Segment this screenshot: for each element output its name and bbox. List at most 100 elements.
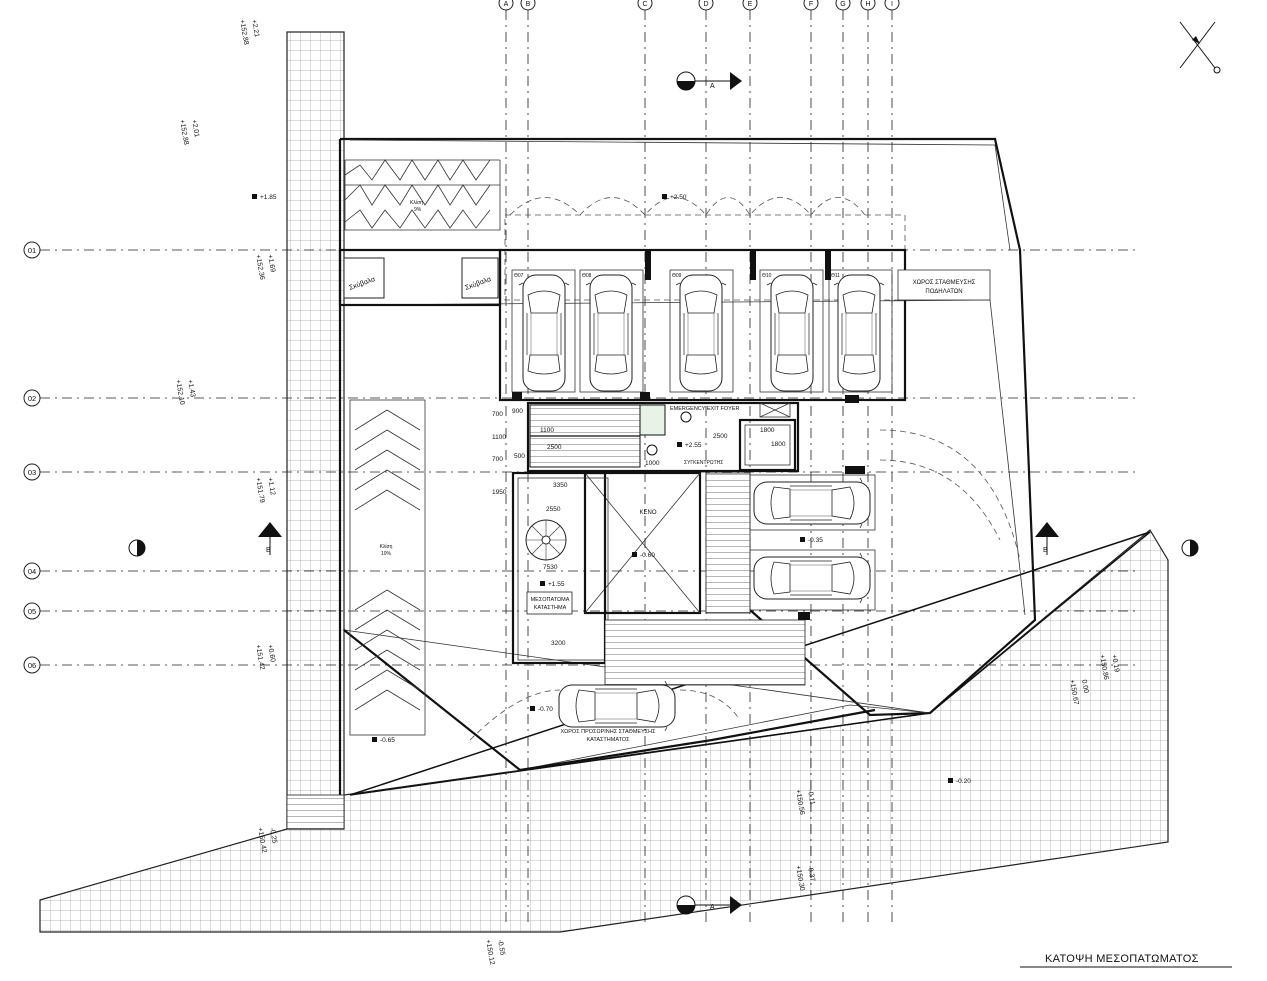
spot-level-6: +151.42 <box>254 644 265 670</box>
axis-label-05: 05 <box>28 607 36 616</box>
axis-label-c: C <box>642 1 647 8</box>
spot-level-2b: +2.01 <box>190 119 200 138</box>
spot-level-9b: -0.11 <box>806 789 816 806</box>
core-block: EMERGENCY EXIT FOYER ΣΥΓΚΕΝΤΡΩΤΗΣ <box>526 401 800 473</box>
ramp-left: Κλίση 10% <box>286 399 426 830</box>
spot-level-3: +152.36 <box>254 254 265 280</box>
bay-number-5: Θ11 <box>831 273 840 279</box>
section-marker-b-left: B <box>258 522 282 555</box>
axis-label-03: 03 <box>28 468 36 477</box>
car-6 <box>754 478 870 528</box>
parking-right <box>749 429 1021 620</box>
void-label: ΚΕΝΟ <box>639 510 656 516</box>
level-m070: -0.70 <box>538 706 553 713</box>
temp-parking: ΧΩΡΟΣ ΠΡΟΣΩΡΙΝΗΣ ΣΤΑΘΜΕΥΣΗΣ ΚΑΤΑΣΤΗΜΑΤΟΣ <box>469 681 741 743</box>
axis-label-02: 02 <box>28 394 36 403</box>
drawing-title: ΚΑΤΟΨΗ ΜΕΣΟΠΑΤΩΜΑΤΟΣ <box>1020 953 1232 968</box>
spot-level-5b: +1.12 <box>266 477 276 496</box>
axis-label-f: F <box>809 1 813 8</box>
spot-level-10b: -0.37 <box>806 865 816 882</box>
spot-level-8: +150.12 <box>484 939 495 965</box>
axis-label-a: A <box>504 1 509 8</box>
bay-number-1: Θ07 <box>514 273 524 279</box>
void-area: ΚΕΝΟ <box>583 471 702 615</box>
dim-1800-b: 1800 <box>771 441 786 448</box>
car-2 <box>585 274 637 392</box>
spot-level-9: +150.56 <box>794 789 805 815</box>
section-markers: A A B B <box>128 71 1199 915</box>
level-markers: +2.50 +2.55 -0.60 -0.35 +1.55 -0.70 -0.6… <box>252 194 971 785</box>
parking-top-row: Θ07 Θ08 Θ09 Θ10 Θ11 <box>498 248 907 403</box>
axis-label-01: 01 <box>28 246 36 255</box>
dim-2500-b: 2500 <box>713 433 728 440</box>
dim-500: 500 <box>514 453 525 460</box>
bay-number-4: Θ10 <box>762 273 772 279</box>
spot-level-4: +152.10 <box>174 379 185 405</box>
level-m065: -0.65 <box>380 737 395 744</box>
dimensions: 900 700 1100 1100 2500 700 500 1950 3350… <box>492 408 786 647</box>
dim-2550: 2550 <box>546 506 561 513</box>
level-m020: -0.20 <box>956 778 971 785</box>
dim-1000: 1000 <box>645 460 660 467</box>
spot-level-11b: +0.19 <box>1110 654 1120 673</box>
car-4 <box>766 274 818 392</box>
spot-level-7b: -0.25 <box>268 827 278 844</box>
dim-1100-a: 1100 <box>540 427 554 434</box>
ramp-left-label-1: Κλίση <box>380 544 393 550</box>
emergency-label: EMERGENCY EXIT FOYER <box>670 406 740 412</box>
ramp-top: Κλίση 9% <box>344 159 501 231</box>
dim-2500-a: 2500 <box>547 444 562 451</box>
level-250: +2.50 <box>670 194 687 201</box>
section-a-top-label: A <box>710 83 715 90</box>
axis-label-04: 04 <box>28 567 36 576</box>
axis-label-i: I <box>891 1 893 8</box>
spot-level-2: +152.88 <box>178 119 189 145</box>
drawing-title-text: ΚΑΤΟΨΗ ΜΕΣΟΠΑΤΩΜΑΤΟΣ <box>1045 953 1199 965</box>
axis-label-d: D <box>703 1 708 8</box>
dim-900: 900 <box>512 408 523 415</box>
ramp-left-label-2: 10% <box>381 551 392 557</box>
spot-level-12b: 0.00 <box>1080 679 1089 694</box>
dim-7530: 7530 <box>543 564 558 571</box>
dim-700-a: 700 <box>492 411 503 418</box>
car-1 <box>518 274 570 392</box>
level-255: +2.55 <box>685 442 702 449</box>
spot-level-11: +150.86 <box>1098 654 1109 680</box>
spot-level-3b: +1.69 <box>266 254 276 273</box>
spot-level-1b: +2.21 <box>250 19 260 38</box>
section-b-right-label: B <box>1043 547 1048 554</box>
spot-level-8b: -0.55 <box>496 939 506 956</box>
dim-700-b: 700 <box>492 456 503 463</box>
dim-1100-b: 1100 <box>492 434 506 441</box>
dim-3200: 3200 <box>551 640 566 647</box>
bicycle-parking: ΧΩΡΟΣ ΣΤΑΘΜΕΥΣΗΣ ΠΟΔΗΛΑΤΩΝ <box>897 269 991 301</box>
bicycle-parking-label-2: ΠΟΔΗΛΑΤΩΝ <box>925 289 962 295</box>
spot-level-12: +150.67 <box>1068 679 1079 705</box>
section-a-bottom-label: A <box>710 904 715 911</box>
level-m060: -0.60 <box>640 552 655 559</box>
shop-label-1: ΜΕΣΟΠΑΤΩΜΑ <box>531 597 570 603</box>
axis-label-e: E <box>748 1 753 8</box>
dim-1950: 1950 <box>492 489 507 496</box>
section-b-left-label: B <box>266 547 271 554</box>
spot-level-5: +151.79 <box>254 477 265 503</box>
row-axis-labels: 01 02 03 04 05 06 <box>23 241 41 674</box>
bin-rooms: Σκύβαλα Σκύβαλα <box>338 248 502 307</box>
ramp-center <box>604 472 806 686</box>
ramp-top-label-1: Κλίση <box>410 200 423 206</box>
car-7 <box>754 553 870 603</box>
axis-label-g: G <box>840 1 845 8</box>
dim-1800-a: 1800 <box>760 427 775 434</box>
ramp-top-label-2: 9% <box>414 207 422 213</box>
temp-parking-label-2: ΚΑΤΑΣΤΗΜΑΤΟΣ <box>586 737 630 743</box>
spot-level-7: +150.42 <box>256 827 267 853</box>
spot-level-1: +152.88 <box>238 19 249 45</box>
column-axis-labels: A B C D E F G H I <box>498 0 900 11</box>
level-185: +1.85 <box>260 194 277 201</box>
temp-parking-label-1: ΧΩΡΟΣ ΠΡΟΣΩΡΙΝΗΣ ΣΤΑΘΜΕΥΣΗΣ <box>560 729 656 735</box>
north-arrow-icon <box>1179 21 1221 74</box>
shop-label-2: ΚΑΤΑΣΤΗΜΑ <box>534 605 567 611</box>
bicycle-parking-label-1: ΧΩΡΟΣ ΣΤΑΘΜΕΥΣΗΣ <box>913 280 976 286</box>
bay-number-3: Θ09 <box>672 273 682 279</box>
